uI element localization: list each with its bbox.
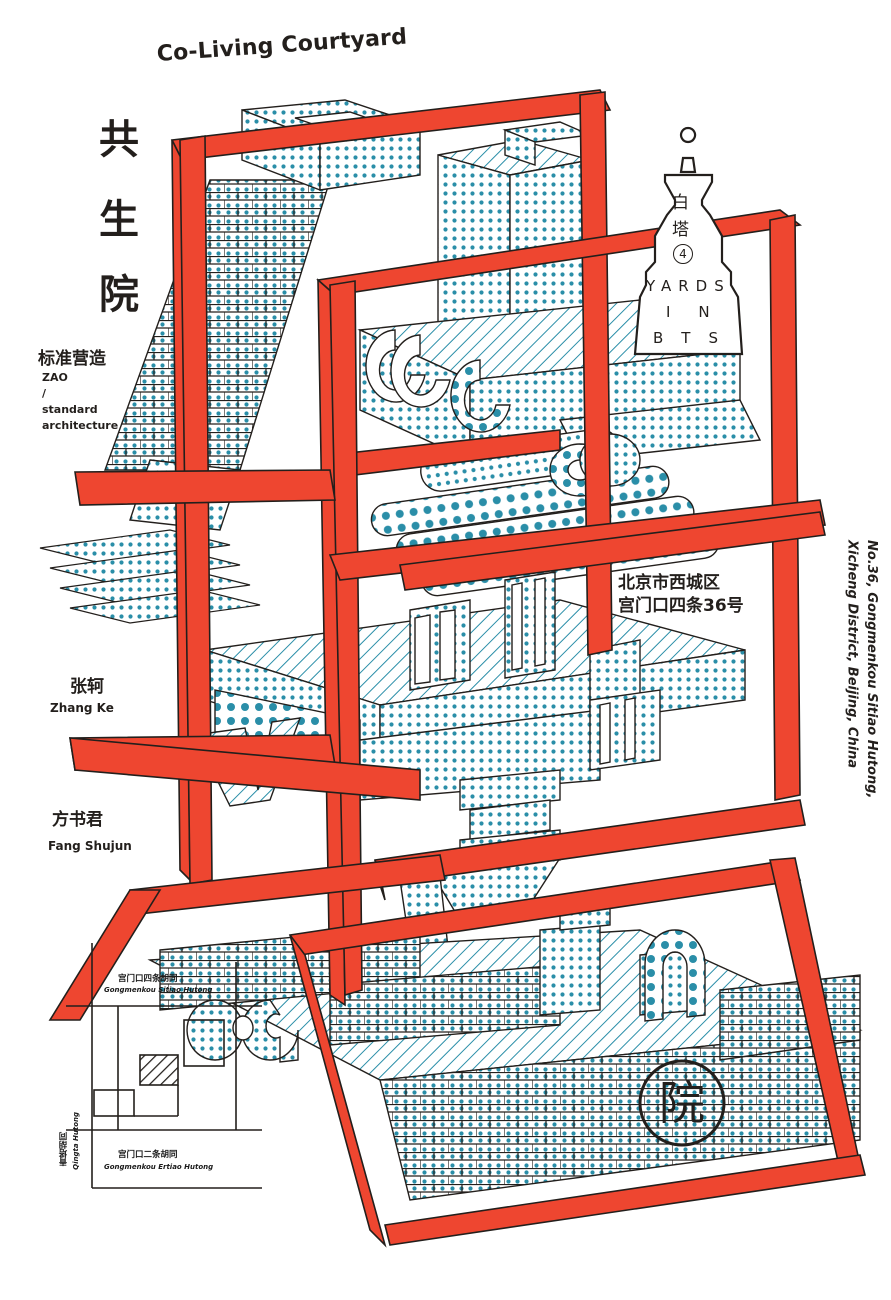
map-street-2-en: Gongmenkou Ertiao Hutong: [104, 1163, 214, 1171]
address-chinese: 北京市西城区 宫门口四条36号: [618, 572, 744, 618]
letters-li: [409, 571, 661, 771]
title-chinese-char-2: 生: [99, 197, 139, 243]
architect-english: ZAO / standard architecture: [42, 370, 118, 434]
seal: [638, 1059, 726, 1147]
location-map: [66, 943, 262, 1189]
address-line: No.36, Gongmenkou Sitiao Hutong,: [864, 540, 879, 799]
red-frame-back: [170, 89, 613, 885]
architect-chinese: 标准营造: [38, 349, 106, 369]
address-line: 宫门口四条36号: [618, 595, 744, 616]
person-1-chinese: 张轲: [70, 677, 104, 697]
map-street-2-zh: 宫门口二条胡同: [118, 1150, 178, 1160]
red-frame-front: [48, 209, 866, 1248]
stacked-sheets: [39, 529, 261, 624]
map-side-street-en: Qingta Hutong: [72, 1112, 80, 1170]
map-side-street-zh: 青塔胡同: [59, 1132, 69, 1166]
map-street-1-zh: 宫门口四条胡同: [118, 974, 178, 984]
address-line: 北京市西城区: [618, 573, 720, 593]
person-1-english: Zhang Ke: [50, 701, 114, 715]
badge-char-1: 白: [672, 193, 689, 213]
architect-line: ZAO: [42, 371, 68, 384]
person-2-english: Fang Shujun: [48, 839, 132, 853]
address-line: Xicheng District, Beijing, China: [844, 540, 860, 769]
badge-line-2: IN: [666, 303, 738, 321]
badge-line-3: BTS: [653, 329, 736, 347]
map-street-1-en: Gongmenkou Sitiao Hutong: [104, 986, 213, 994]
architect-line: /: [42, 386, 47, 400]
architect-line: architecture: [42, 418, 119, 432]
address-english: No.36, Gongmenkou Sitiao Hutong, Xicheng…: [842, 540, 881, 798]
badge-number: 4: [673, 244, 693, 264]
badge-line-1: YARDS: [646, 277, 731, 295]
badge-char-2: 塔: [672, 220, 689, 240]
person-2-chinese: 方书君: [52, 810, 103, 830]
title-chinese-char-1: 共: [99, 117, 139, 163]
title-chinese-char-3: 院: [99, 272, 139, 318]
architect-line: standard: [42, 402, 98, 416]
seal-char: 院: [659, 1076, 705, 1130]
badge-outline: [633, 126, 744, 356]
letters-ng: [186, 929, 706, 1063]
